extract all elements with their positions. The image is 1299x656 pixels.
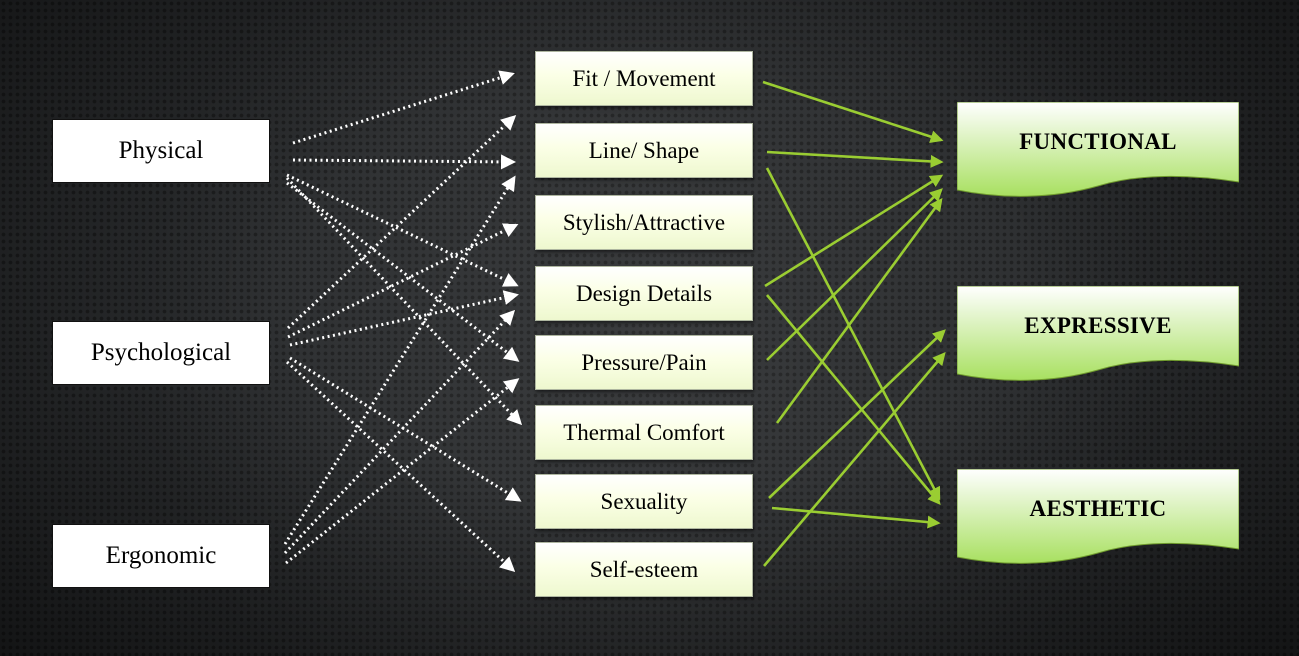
dotted-arrow-12 (283, 309, 516, 555)
attribute-label: Stylish/Attractive (562, 209, 726, 235)
document-shape (957, 286, 1239, 381)
attribute-box-sexuality: Sexuality (535, 474, 753, 529)
attribute-box-self-esteem: Self-esteem (535, 542, 753, 597)
dotted-arrow-10 (285, 360, 516, 573)
dotted-arrow-1 (292, 70, 515, 145)
attribute-box-stylish-attractive: Stylish/Attractive (535, 195, 753, 250)
source-box-physical: Physical (52, 119, 270, 183)
source-box-psychological: Psychological (52, 321, 270, 385)
attribute-box-design-details: Design Details (535, 266, 753, 321)
outcome-box-expressive: EXPRESSIVE (957, 286, 1239, 384)
attribute-label: Sexuality (600, 488, 688, 514)
dotted-arrow-5 (285, 176, 523, 426)
dotted-arrow-4 (286, 181, 520, 362)
document-shape (957, 102, 1239, 197)
dotted-arrow-13 (285, 378, 520, 565)
document-shape (957, 469, 1239, 564)
attribute-box-line-shape: Line/ Shape (535, 123, 753, 178)
attribute-label: Pressure/Pain (581, 349, 707, 375)
dotted-arrow-8 (289, 290, 519, 347)
solid-arrow-2 (766, 150, 944, 168)
outcome-box-aesthetic: AESTHETIC (957, 469, 1239, 567)
dotted-arrow-2 (292, 154, 516, 170)
outcome-label: EXPRESSIVE (1024, 313, 1172, 338)
dotted-arrow-9 (289, 356, 522, 502)
solid-arrow-7 (763, 352, 946, 567)
outcome-box-functional: FUNCTIONAL (957, 102, 1239, 200)
attribute-box-thermal-comfort: Thermal Comfort (535, 405, 753, 460)
attribute-label: Self-esteem (589, 556, 699, 582)
source-label: Physical (118, 137, 204, 164)
solid-arrow-8 (765, 167, 941, 501)
attribute-label: Thermal Comfort (563, 419, 725, 445)
attribute-label: Line/ Shape (588, 137, 700, 163)
solid-arrow-6 (768, 329, 946, 499)
dotted-arrow-11 (283, 175, 516, 545)
solid-arrow-5 (775, 197, 943, 424)
source-label: Ergonomic (105, 542, 217, 569)
dotted-arrow-7 (287, 223, 519, 339)
solid-arrow-1 (762, 80, 944, 143)
attribute-box-pressure-pain: Pressure/Pain (535, 335, 753, 390)
outcome-label: FUNCTIONAL (1019, 129, 1177, 154)
dotted-arrow-3 (286, 173, 519, 287)
attribute-box-fit-movement: Fit / Movement (535, 51, 753, 106)
solid-arrow-9 (765, 294, 941, 506)
source-box-ergonomic: Ergonomic (52, 524, 270, 588)
dotted-arrow-6 (286, 114, 517, 330)
solid-arrow-3 (764, 174, 944, 288)
solid-arrow-10 (771, 506, 941, 529)
outcome-label: AESTHETIC (1029, 496, 1167, 521)
attribute-label: Design Details (575, 280, 713, 306)
attribute-label: Fit / Movement (572, 65, 716, 91)
source-label: Psychological (90, 339, 232, 366)
